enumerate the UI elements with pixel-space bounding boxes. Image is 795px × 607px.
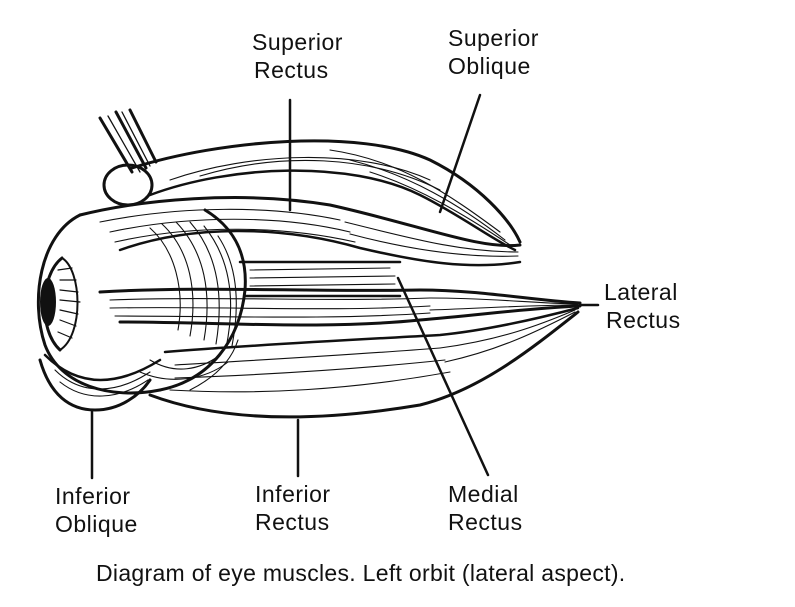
label-superior-oblique: Superior Oblique (448, 24, 539, 80)
label-superior-oblique-line2: Oblique (448, 53, 531, 79)
label-superior-rectus-line2: Rectus (254, 57, 329, 83)
label-superior-rectus-line1: Superior (252, 29, 343, 55)
label-inferior-oblique: Inferior Oblique (55, 482, 138, 538)
label-lateral-rectus: Lateral Rectus (604, 278, 681, 334)
medial-rectus-muscle (238, 260, 402, 298)
label-superior-rectus: Superior Rectus (252, 28, 343, 84)
label-medial-rectus-line1: Medial (448, 481, 519, 507)
label-superior-oblique-line1: Superior (448, 25, 539, 51)
label-medial-rectus-line2: Rectus (448, 509, 523, 535)
leader-superior-oblique (438, 93, 482, 214)
leader-lines (90, 93, 600, 480)
inferior-rectus-muscle (148, 306, 580, 419)
figure-caption: Diagram of eye muscles. Left orbit (late… (96, 560, 626, 586)
label-inferior-oblique-line1: Inferior (55, 483, 131, 509)
superior-oblique-tendon (98, 108, 158, 207)
label-inferior-rectus: Inferior Rectus (255, 480, 331, 536)
leader-medial-rectus (396, 276, 490, 477)
label-inferior-rectus-line2: Rectus (255, 509, 330, 535)
label-inferior-oblique-line2: Oblique (55, 511, 138, 537)
lateral-rectus-muscle (98, 287, 582, 327)
eyeball (36, 208, 247, 395)
label-medial-rectus: Medial Rectus (448, 480, 523, 536)
label-lateral-rectus-line1: Lateral (604, 279, 678, 305)
superior-oblique-muscle (130, 139, 522, 252)
label-inferior-rectus-line1: Inferior (255, 481, 331, 507)
inferior-oblique-muscle (38, 353, 162, 412)
superior-rectus-muscle (78, 196, 522, 267)
label-lateral-rectus-line2: Rectus (606, 307, 681, 333)
